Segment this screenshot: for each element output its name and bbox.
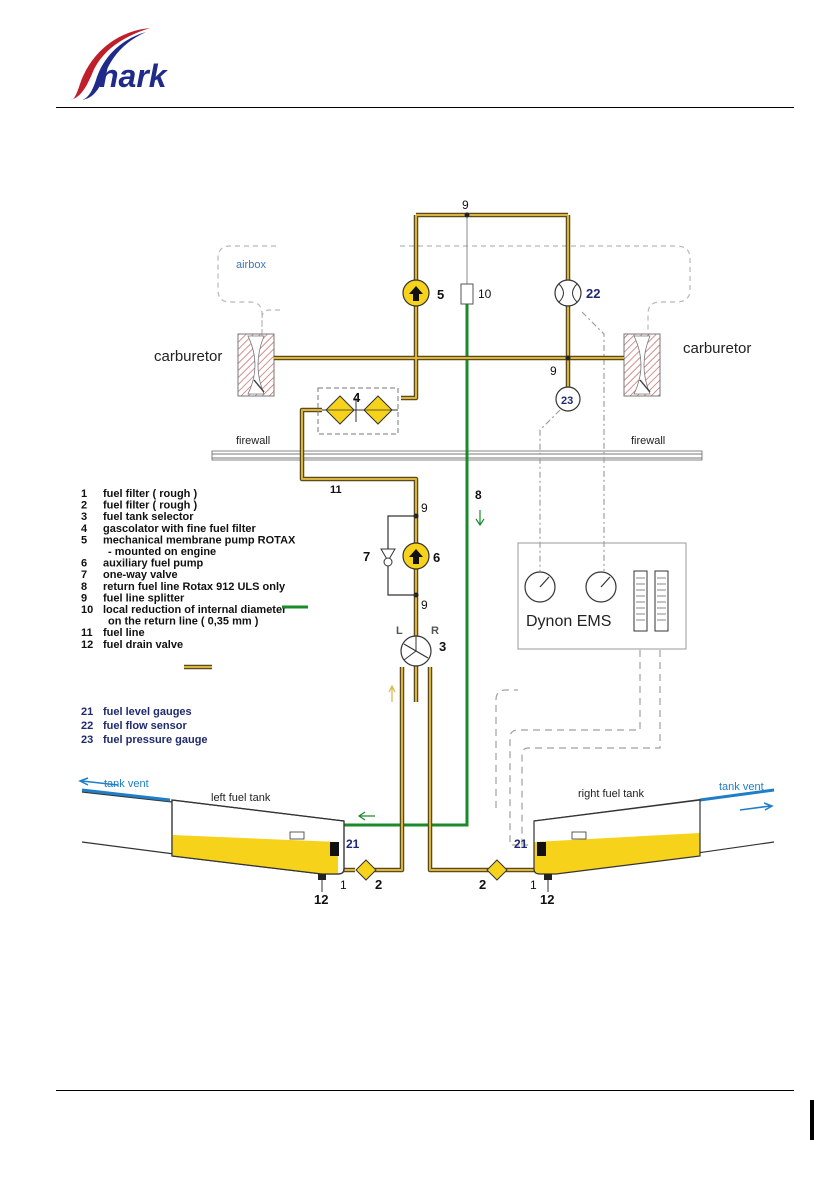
label-5: 5 bbox=[437, 287, 444, 302]
carburetor-left-label: carburetor bbox=[154, 348, 222, 365]
legend-number: 3 bbox=[81, 511, 87, 523]
legend-text: auxiliary fuel pump bbox=[103, 558, 204, 570]
mechanical-pump-5 bbox=[402, 279, 430, 307]
dynon-ems-panel bbox=[517, 542, 687, 650]
legend-number: 7 bbox=[81, 569, 87, 581]
left-wing bbox=[81, 788, 345, 880]
legend-number: 22 bbox=[81, 720, 93, 732]
label-9-carb: 9 bbox=[550, 364, 557, 378]
tank-vent-left-label: tank vent bbox=[104, 778, 149, 790]
return-fuel-line bbox=[342, 298, 469, 827]
legend-text: local reduction of internal diameter bbox=[103, 604, 287, 616]
sensor-leads bbox=[495, 311, 661, 848]
legend-number: 1 bbox=[81, 488, 87, 500]
flow-arrow-up bbox=[388, 684, 396, 702]
legend-text: mechanical membrane pump ROTAX bbox=[103, 534, 296, 546]
legend-text: one-way valve bbox=[103, 569, 178, 581]
vent-arrow-left bbox=[78, 777, 119, 786]
legend-text: fuel flow sensor bbox=[103, 720, 187, 732]
legend-number: 6 bbox=[81, 558, 87, 570]
label-4: 4 bbox=[353, 390, 361, 405]
carburetor-left bbox=[237, 333, 275, 397]
auxiliary-pump-6 bbox=[402, 542, 430, 570]
legend-text: fuel tank selector bbox=[103, 511, 194, 523]
left-tank-label: left fuel tank bbox=[211, 792, 271, 804]
legend-text: fuel filter ( rough ) bbox=[103, 500, 197, 512]
legend-text: fuel line bbox=[103, 627, 145, 639]
carburetor-right-label: carburetor bbox=[683, 340, 751, 357]
label-9-lower: 9 bbox=[421, 598, 428, 612]
label-21-right: 21 bbox=[514, 837, 528, 851]
label-12-right: 12 bbox=[540, 892, 554, 907]
logo-text: hark bbox=[99, 58, 169, 94]
label-1-right: 1 bbox=[530, 878, 537, 892]
label-23: 23 bbox=[561, 395, 573, 407]
firewall-right-label: firewall bbox=[631, 435, 665, 447]
fuel-tank-selector-3 bbox=[400, 635, 432, 667]
label-1-left: 1 bbox=[340, 878, 347, 892]
label-7: 7 bbox=[363, 549, 370, 564]
legend-number: 23 bbox=[81, 734, 93, 746]
fuel-filter-2-left bbox=[355, 859, 377, 881]
right-tank-label: right fuel tank bbox=[578, 788, 645, 800]
legend-number: 9 bbox=[81, 592, 87, 604]
airbox-outline bbox=[217, 245, 691, 336]
legend-text: fuel level gauges bbox=[103, 706, 192, 718]
firewall-left-label: firewall bbox=[236, 435, 270, 447]
pressure-gauge-23 bbox=[555, 386, 581, 412]
tank-vent-right-label: tank vent bbox=[719, 781, 764, 793]
fuel-filter-2-right bbox=[486, 859, 508, 881]
legend-text: - mounted on engine bbox=[108, 546, 216, 558]
airbox-label: airbox bbox=[236, 259, 266, 271]
fuel-flow-sensor-22 bbox=[554, 279, 582, 307]
legend-text: gascolator with fine fuel filter bbox=[103, 523, 257, 535]
label-21-left: 21 bbox=[346, 837, 360, 851]
label-8: 8 bbox=[475, 488, 482, 502]
legend-number: 21 bbox=[81, 706, 93, 718]
footer-rule bbox=[56, 1090, 794, 1091]
label-9-top: 9 bbox=[462, 198, 469, 212]
legend-text: return fuel line Rotax 912 ULS only bbox=[103, 581, 286, 593]
legend-number: 12 bbox=[81, 639, 93, 651]
label-11: 11 bbox=[330, 484, 342, 496]
vent-arrow-right bbox=[739, 802, 774, 811]
legend-text: fuel filter ( rough ) bbox=[103, 488, 197, 500]
label-9-upper: 9 bbox=[421, 501, 428, 515]
shark-logo: hark bbox=[70, 28, 169, 100]
legend-text: fuel pressure gauge bbox=[103, 734, 208, 746]
firewall bbox=[211, 450, 703, 461]
legend-number: 11 bbox=[81, 627, 93, 639]
label-3: 3 bbox=[439, 639, 446, 654]
label-10: 10 bbox=[478, 287, 492, 301]
label-22: 22 bbox=[586, 286, 600, 301]
legend-text: fuel drain valve bbox=[103, 639, 183, 651]
legend-text: fuel line splitter bbox=[103, 592, 185, 604]
legend-number: 4 bbox=[81, 523, 88, 535]
dynon-ems-label: Dynon EMS bbox=[526, 613, 611, 630]
gascolator-4 bbox=[317, 387, 399, 435]
restriction-10 bbox=[460, 283, 474, 305]
one-way-valve-7 bbox=[380, 548, 396, 567]
return-arrow-left bbox=[357, 811, 375, 821]
splitters bbox=[413, 212, 571, 598]
label-2-left: 2 bbox=[375, 877, 382, 892]
legend-number: 10 bbox=[81, 604, 93, 616]
legend-number: 8 bbox=[81, 581, 87, 593]
label-6: 6 bbox=[433, 550, 440, 565]
legend: 1 fuel filter ( rough ) 2 fuel filter ( rou… bbox=[81, 488, 296, 746]
carburetor-right bbox=[623, 333, 661, 397]
legend-number: 2 bbox=[81, 500, 87, 512]
page-edge-tab bbox=[810, 1100, 814, 1140]
label-2-right: 2 bbox=[479, 877, 486, 892]
legend-text: on the return line ( 0,35 mm ) bbox=[108, 616, 259, 628]
label-selector-R: R bbox=[431, 625, 439, 637]
legend-number: 5 bbox=[81, 534, 87, 546]
label-selector-L: L bbox=[396, 625, 403, 637]
header-rule bbox=[56, 107, 794, 108]
right-wing bbox=[533, 788, 775, 880]
label-12-left: 12 bbox=[314, 892, 328, 907]
return-arrow-down bbox=[475, 510, 485, 527]
